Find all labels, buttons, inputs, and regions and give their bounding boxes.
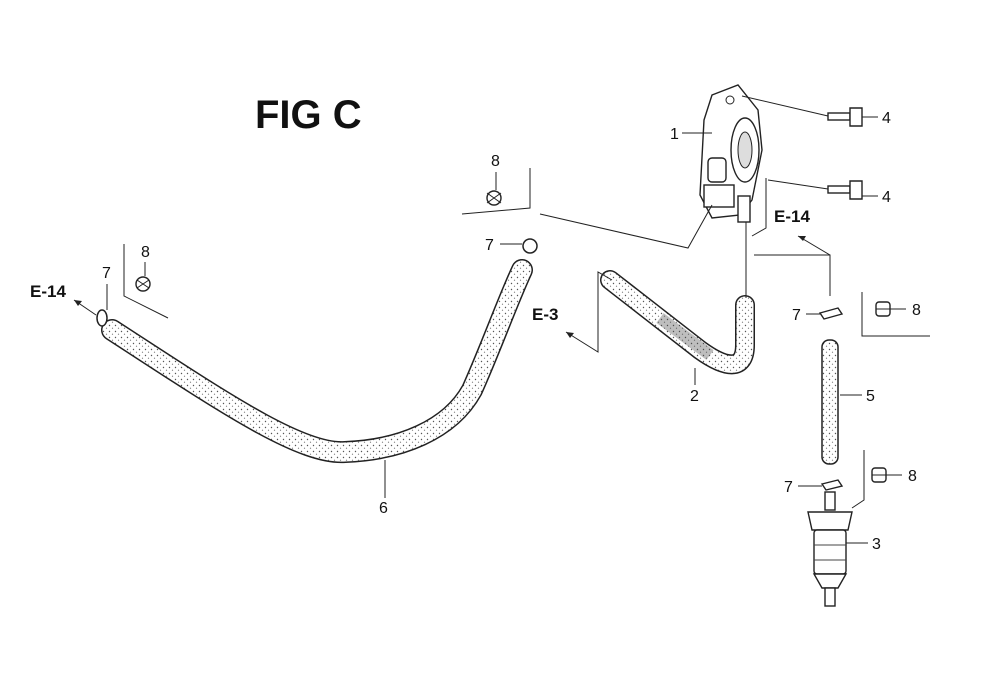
- callout-2: 2: [690, 388, 699, 405]
- fuel-valve-1: [699, 84, 763, 223]
- ref-e3: E-3: [532, 305, 558, 324]
- ref-e14-left: E-14: [30, 282, 66, 301]
- clip-8-right-lower: [871, 467, 887, 483]
- bolt-4-top: [827, 107, 863, 127]
- clamp-7-mid: [522, 238, 538, 254]
- callout-8-left: 8: [141, 244, 150, 261]
- hose-2: [600, 270, 755, 375]
- callout-3: 3: [872, 536, 881, 553]
- leader-e3: [565, 271, 613, 353]
- bracket-8-right-upper: [861, 292, 930, 337]
- clip-8-top: [486, 190, 502, 206]
- callout-8-right-upper: 8: [912, 302, 921, 319]
- leader-4-top-in: [741, 95, 829, 117]
- callout-7-right-upper: 7: [792, 307, 801, 324]
- hose-5: [821, 339, 839, 465]
- callout-4-top: 4: [882, 110, 891, 127]
- arrowhead-e14-right: [798, 236, 806, 241]
- callout-7-left: 7: [102, 265, 111, 282]
- arrowhead-e14-left: [74, 300, 82, 306]
- callout-1: 1: [670, 126, 679, 143]
- arrowhead-e3: [566, 332, 574, 338]
- bracket-8-top: [461, 168, 531, 215]
- callout-5: 5: [866, 388, 875, 405]
- callout-7-mid: 7: [485, 237, 494, 254]
- callout-8-right-lower: 8: [908, 468, 917, 485]
- callout-4-bottom: 4: [882, 189, 891, 206]
- callout-7-right-lower: 7: [784, 479, 793, 496]
- callout-6: 6: [379, 500, 388, 517]
- bracket-valve: [751, 178, 767, 237]
- clamp-7-right-upper: [818, 307, 844, 320]
- bracket-8-left: [123, 244, 169, 319]
- clip-8-right-upper: [875, 301, 891, 317]
- figure-title: FIG C: [255, 93, 362, 137]
- clip-8-left: [135, 276, 151, 292]
- leader-e14-right: [754, 254, 831, 296]
- callout-8-top: 8: [491, 153, 500, 170]
- bolt-4-bottom: [827, 180, 863, 200]
- clamp-7-right-lower: [820, 479, 844, 491]
- hose-6: [101, 259, 533, 464]
- fuel-filter-3: [807, 491, 853, 607]
- bracket-8-right-lower: [851, 450, 865, 509]
- ref-e14-right: E-14: [774, 207, 810, 226]
- flow-line-valve: [539, 204, 713, 249]
- clamp-7-left: [96, 309, 108, 327]
- leader-4-bottom-in: [767, 179, 829, 190]
